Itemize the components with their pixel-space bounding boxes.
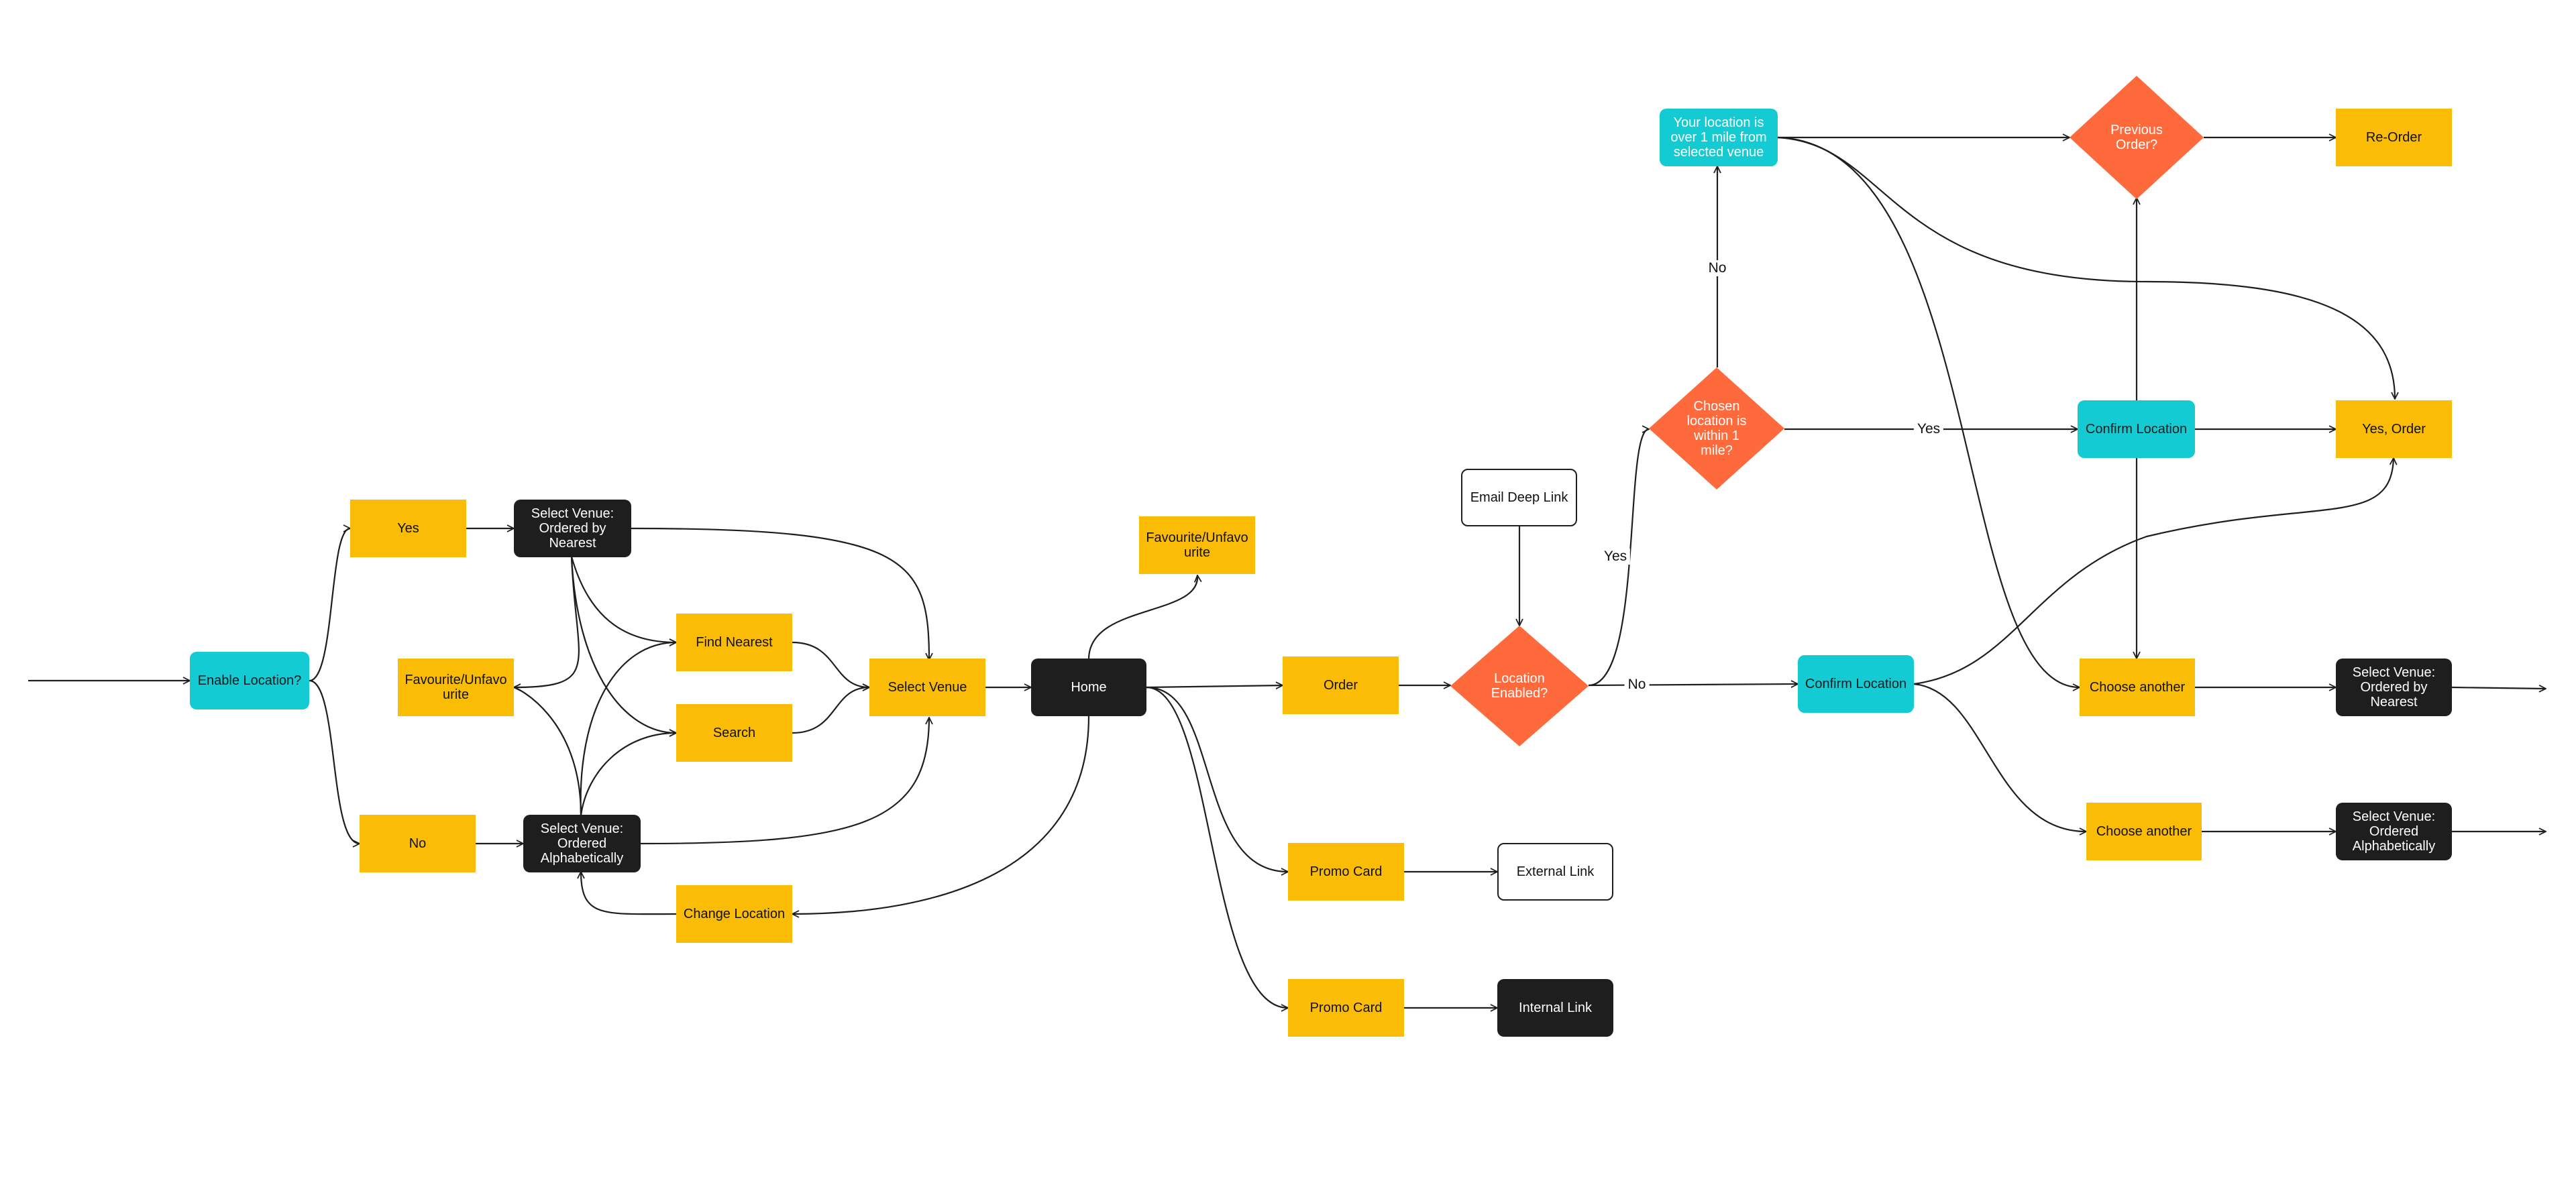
edge-search-to-selectvenue <box>792 687 869 734</box>
external-link-node[interactable]: External Link <box>1497 843 1613 901</box>
decision-diamond-shape <box>1649 367 1784 490</box>
edge-label-no: No <box>1705 260 1730 276</box>
favourite-unfavourite-left-node[interactable]: Favourite/Unfavourite <box>398 659 514 716</box>
edge-nearest-to-favourite <box>514 556 580 687</box>
re-order-node[interactable]: Re-Order <box>2336 109 2452 166</box>
email-deep-link-node[interactable]: Email Deep Link <box>1461 469 1577 526</box>
edge-findnearest-to-selectvenue <box>792 641 869 687</box>
edge-home-to-promo1 <box>1146 686 1288 872</box>
edge-alpha-to-search <box>580 733 676 816</box>
edge-overmile-to-yesorder <box>1777 136 2395 399</box>
yes-order-node[interactable]: Yes, Order <box>2336 400 2452 458</box>
edge-confirmmid-to-yesorder <box>1913 458 2394 685</box>
edge-alpha-to-favourite <box>514 687 582 816</box>
edge-confirmmid-to-choose2 <box>1913 683 2086 832</box>
yes-node[interactable]: Yes <box>350 500 466 557</box>
edge-home-to-promo2 <box>1146 686 1288 1008</box>
edge-locenabled-to-confirmmid <box>1588 684 1798 685</box>
choose-another-2-node[interactable]: Choose another <box>2086 803 2202 860</box>
edge-home-to-favouritetop <box>1087 575 1197 660</box>
edge-nearest-to-findnearest <box>570 556 676 642</box>
change-location-node[interactable]: Change Location <box>676 885 792 943</box>
find-nearest-node[interactable]: Find Nearest <box>676 614 792 671</box>
select-venue-nearest-2-node[interactable]: Select Venue: Ordered by Nearest <box>2336 659 2452 716</box>
edge-changeloc-to-alpha <box>581 872 677 915</box>
edge-label-yes: Yes <box>1600 549 1631 565</box>
order-node[interactable]: Order <box>1283 656 1399 714</box>
edge-home-to-order <box>1146 685 1283 687</box>
promo-card-2-node[interactable]: Promo Card <box>1288 979 1404 1037</box>
decision-diamond-shape <box>1450 626 1589 746</box>
select-venue-nearest-node[interactable]: Select Venue: Ordered by Nearest <box>514 500 631 557</box>
internal-link-node[interactable]: Internal Link <box>1497 979 1613 1037</box>
promo-card-1-node[interactable]: Promo Card <box>1288 843 1404 901</box>
decision-diamond-shape <box>2070 76 2204 199</box>
favourite-unfavourite-top-node[interactable]: Favourite/Unfavourite <box>1139 516 1255 574</box>
chosen-location-within-mile-decision[interactable]: Chosen location is within 1 mile? <box>1649 367 1784 490</box>
select-venue-alphabetical-node[interactable]: Select Venue: Ordered Alphabetically <box>523 815 641 872</box>
edge-nearest2-exit <box>2451 687 2546 689</box>
no-node[interactable]: No <box>360 815 476 872</box>
location-enabled-decision[interactable]: Location Enabled? <box>1450 626 1589 746</box>
select-venue-alphabetical-2-node[interactable]: Select Venue: Ordered Alphabetically <box>2336 803 2452 860</box>
previous-order-decision[interactable]: Previous Order? <box>2070 76 2204 199</box>
location-over-one-mile-node[interactable]: Your location is over 1 mile from select… <box>1660 109 1778 166</box>
edge-alpha-to-findnearest <box>580 642 676 816</box>
search-node[interactable]: Search <box>676 704 792 762</box>
edge-nearest-to-selectvenue <box>631 527 929 660</box>
confirm-location-mid-node[interactable]: Confirm Location <box>1798 655 1914 713</box>
select-venue-node[interactable]: Select Venue <box>869 659 985 716</box>
edge-enable-to-no <box>309 679 360 844</box>
edge-label-no: No <box>1624 677 1650 693</box>
confirm-location-top-node[interactable]: Confirm Location <box>2078 400 2195 458</box>
enable-location-node[interactable]: Enable Location? <box>190 652 309 709</box>
choose-another-1-node[interactable]: Choose another <box>2080 659 2195 716</box>
edge-enable-to-yes <box>309 528 350 682</box>
edge-home-to-changeloc <box>792 716 1090 914</box>
edge-alpha-to-selectvenue <box>640 718 929 845</box>
home-node[interactable]: Home <box>1031 659 1146 716</box>
edge-label-yes: Yes <box>1913 421 1944 437</box>
edge-overmile-to-choose1 <box>1777 136 2080 687</box>
